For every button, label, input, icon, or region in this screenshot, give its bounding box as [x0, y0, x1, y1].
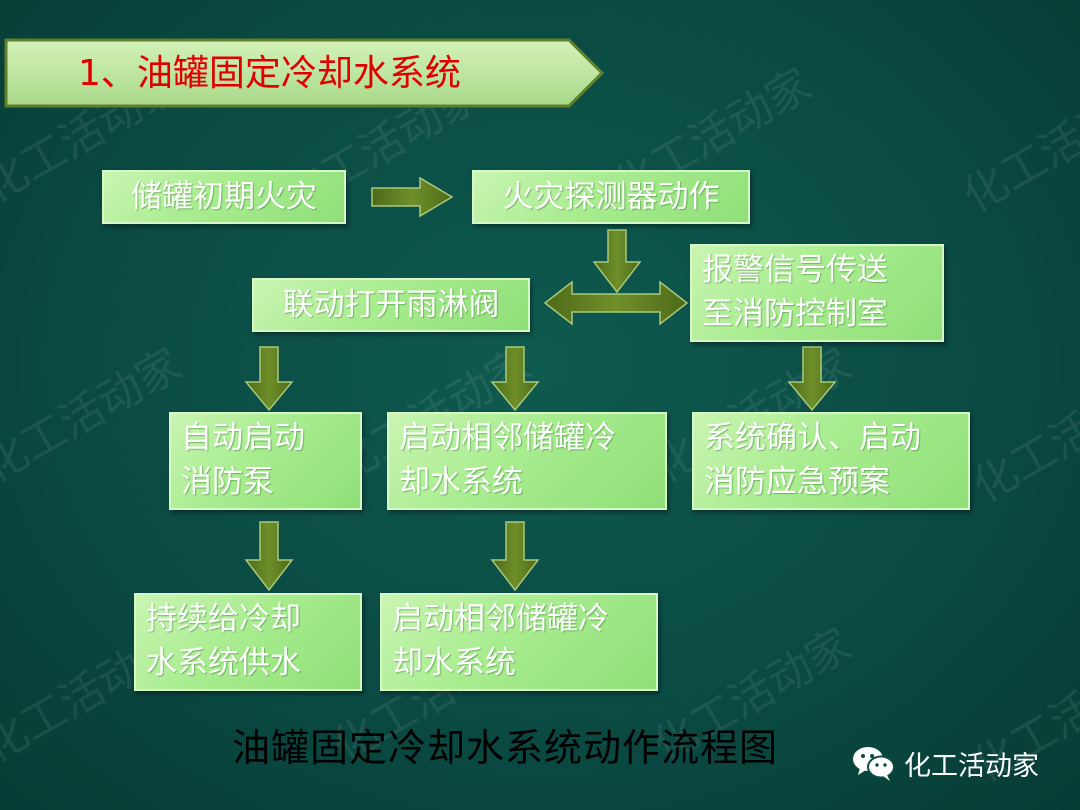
box-line: 却水系统 — [399, 464, 523, 500]
wechat-icon — [853, 747, 895, 781]
arrow-right — [371, 176, 454, 218]
box-line: 消防泵 — [181, 464, 274, 500]
box-line: 储罐初期火灾 — [131, 179, 317, 215]
diagram-caption: 油罐固定冷却水系统动作流程图 — [232, 726, 779, 770]
arrow-down — [592, 229, 642, 294]
box-line: 自动启动 — [181, 420, 305, 456]
box-initial-fire: 储罐初期火灾 — [102, 170, 346, 224]
box-line: 系统确认、启动 — [704, 420, 921, 456]
arrow-down — [787, 346, 837, 412]
box-line: 启动相邻储罐冷 — [399, 420, 616, 456]
arrow-down — [244, 521, 294, 592]
box-line: 却水系统 — [392, 645, 516, 681]
arrow-down — [490, 346, 540, 412]
arrow-double — [543, 280, 689, 326]
box-line: 启动相邻储罐冷 — [392, 601, 609, 637]
box-line: 联动打开雨淋阀 — [282, 287, 500, 323]
box-line: 至消防控制室 — [702, 296, 888, 332]
logo-text: 化工活动家 — [904, 750, 1039, 782]
box-fire-detector: 火灾探测器动作 — [472, 170, 750, 224]
brand-logo: 化工活动家 — [852, 740, 1039, 786]
box-emergency-plan: 系统确认、启动 消防应急预案 — [692, 412, 970, 510]
box-adjacent-cooling-2: 启动相邻储罐冷 却水系统 — [380, 593, 658, 691]
box-line: 消防应急预案 — [704, 464, 890, 500]
box-adjacent-cooling-1: 启动相邻储罐冷 却水系统 — [387, 412, 667, 510]
box-line: 水系统供水 — [146, 645, 301, 681]
box-continuous-supply: 持续给冷却 水系统供水 — [134, 593, 362, 691]
box-line: 报警信号传送 — [702, 252, 888, 288]
title-banner — [4, 38, 604, 108]
box-line: 持续给冷却 — [146, 601, 301, 637]
arrow-down — [244, 346, 294, 412]
box-line: 火灾探测器动作 — [502, 179, 720, 215]
box-auto-start-pump: 自动启动 消防泵 — [169, 412, 362, 510]
page-title: 1、油罐固定冷却水系统 — [78, 53, 461, 94]
box-open-deluge-valve: 联动打开雨淋阀 — [252, 278, 530, 332]
arrow-down — [490, 521, 540, 592]
box-alarm-signal: 报警信号传送 至消防控制室 — [690, 244, 944, 342]
